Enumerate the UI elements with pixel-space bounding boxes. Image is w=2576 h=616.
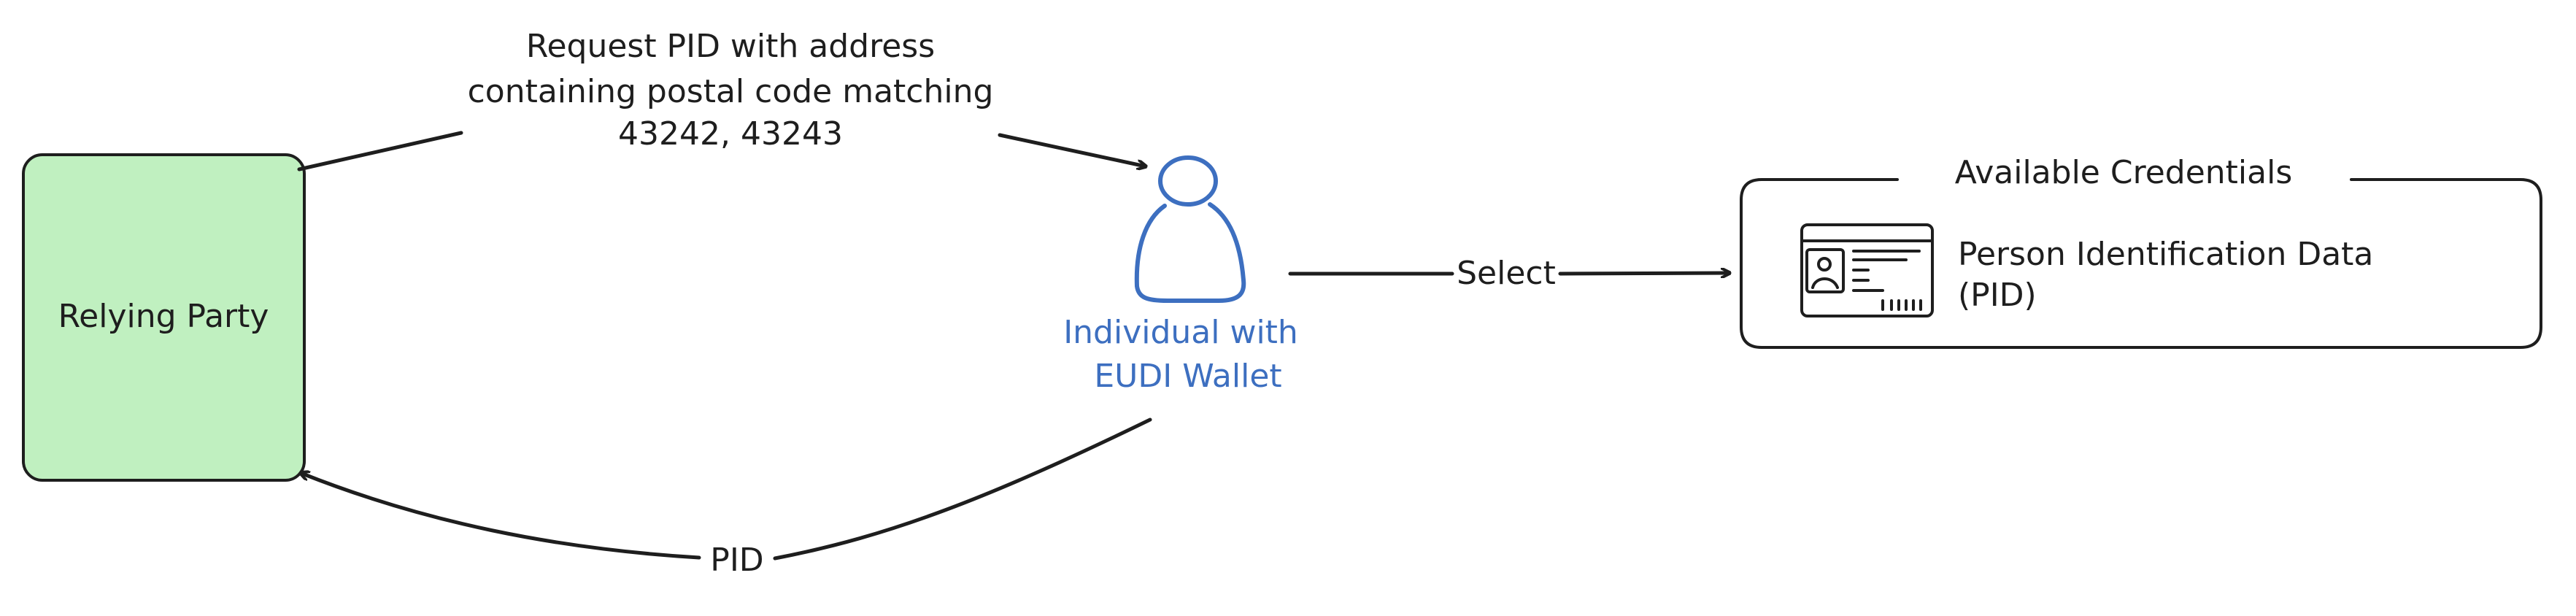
select-edge-line-right [1558, 273, 1732, 274]
person-icon [1134, 155, 1246, 303]
request-edge-label-line3: 43242, 43243 [618, 115, 843, 153]
select-edge: Select [1288, 255, 1732, 292]
credentials-panel: Available Credentials Person I [1740, 154, 2542, 349]
relying-party-box [22, 153, 306, 482]
individual-label-line2: EUDI Wallet [1094, 358, 1281, 395]
pid-edge-label: PID [710, 542, 763, 579]
pid-edge-line-left [301, 473, 701, 560]
credential-item-label-line2: (PID) [1958, 277, 2037, 314]
relying-party-label: Relying Party [58, 298, 269, 335]
id-card-icon [1800, 223, 1934, 317]
pid-edge: PID [301, 417, 1152, 579]
relying-party-node: Relying Party [22, 153, 306, 482]
credential-item-label-line1: Person Identification Data [1958, 236, 2373, 273]
request-edge-line-right [998, 133, 1146, 166]
credentials-panel-border [1740, 178, 2542, 349]
request-edge-line-left [297, 131, 463, 172]
select-edge-label: Select [1457, 255, 1556, 292]
credentials-panel-title: Available Credentials [1955, 154, 2293, 191]
request-edge-label-line2: containing postal code matching [468, 73, 994, 110]
individual-label-line1: Individual with [1063, 314, 1298, 351]
individual-node: Individual with EUDI Wallet [1063, 155, 1298, 395]
pid-edge-line-right [773, 417, 1152, 561]
credential-item-pid[interactable]: Person Identification Data (PID) [1800, 223, 2373, 317]
request-edge: Request PID with address containing post… [297, 28, 1146, 172]
request-edge-label-line1: Request PID with address [526, 28, 935, 65]
